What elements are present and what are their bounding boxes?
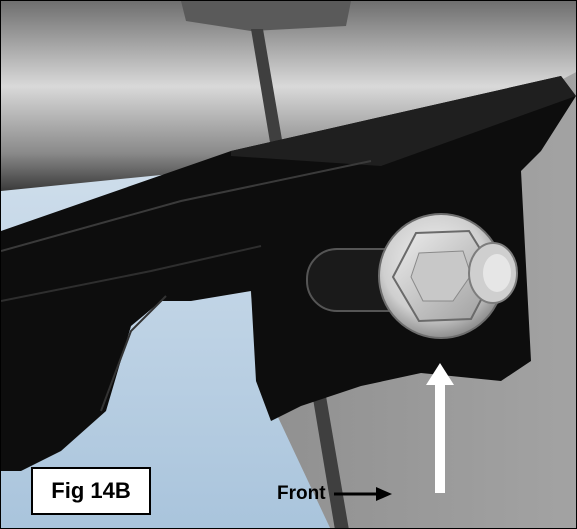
front-label-text: Front xyxy=(277,483,326,504)
top-block xyxy=(181,1,351,31)
bracket-edge xyxy=(1,160,372,252)
bracket-arm xyxy=(1,76,576,471)
bracket-top-face xyxy=(231,76,576,166)
bracket-edge-3 xyxy=(100,295,167,412)
up-arrow-icon xyxy=(426,363,454,385)
tube xyxy=(1,1,576,191)
figure-label: Fig 14B xyxy=(31,467,151,515)
bracket-edge-2 xyxy=(1,245,262,302)
pointer-arrow-shaft xyxy=(435,381,445,493)
right-arrow-icon xyxy=(333,487,392,501)
bolt-tip xyxy=(483,254,511,292)
front-indicator: Front xyxy=(277,483,392,505)
nut-face xyxy=(410,250,472,302)
